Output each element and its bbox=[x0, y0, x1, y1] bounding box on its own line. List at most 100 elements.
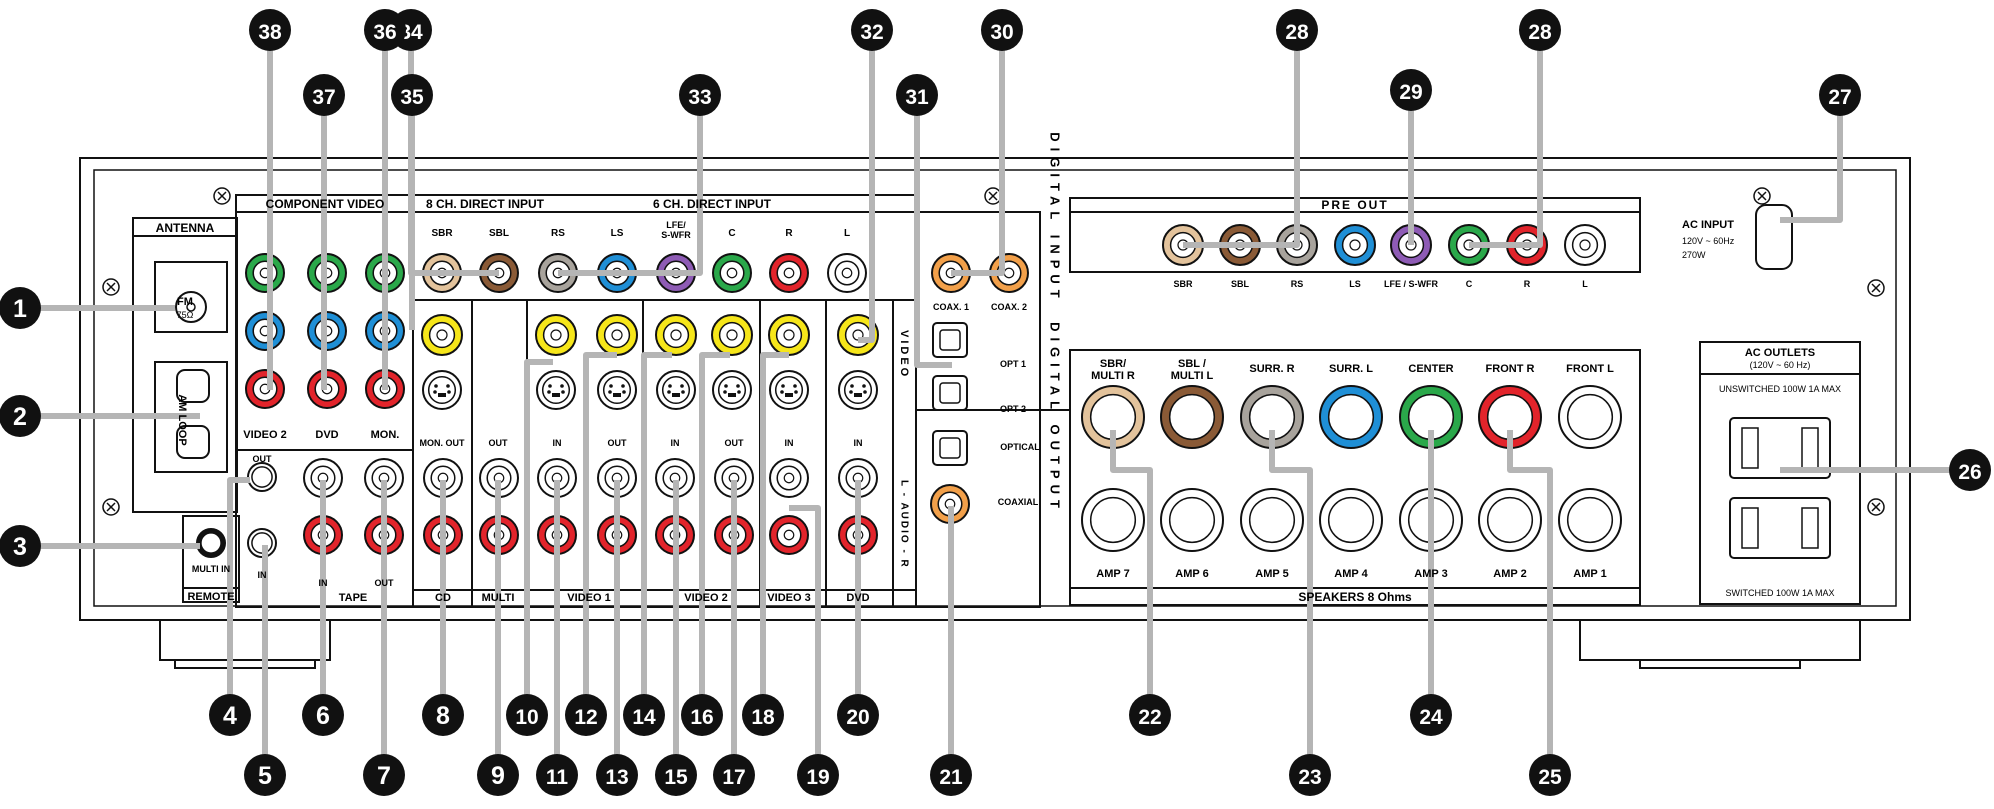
direct-input-label: SBL bbox=[489, 228, 509, 239]
callout-marker: 19 bbox=[797, 754, 839, 796]
jack-column-label: OUT bbox=[489, 438, 509, 448]
screw-icon bbox=[1867, 498, 1885, 516]
screw-icon bbox=[102, 498, 120, 516]
callout-number: 20 bbox=[846, 706, 869, 729]
component-video-jack bbox=[245, 253, 285, 293]
speaker-amp-label: AMP 2 bbox=[1493, 568, 1526, 580]
callout-marker: 13 bbox=[596, 754, 638, 796]
composite-video-jack bbox=[711, 314, 753, 356]
optical-label: OPTICAL bbox=[1000, 442, 1040, 452]
screw-icon bbox=[1753, 187, 1771, 205]
pre-out-label: RS bbox=[1291, 279, 1304, 289]
component-video-jack bbox=[245, 369, 285, 409]
callout-number: 10 bbox=[515, 706, 538, 729]
speaker-top-label: SURR. R bbox=[1249, 363, 1294, 375]
speaker-terminal-positive bbox=[1558, 385, 1622, 449]
digital-input-label: DIGITAL INPUT bbox=[1048, 132, 1063, 303]
callout-number: 27 bbox=[1828, 86, 1851, 109]
speaker-top-label: FRONT L bbox=[1566, 363, 1614, 375]
group-label: VIDEO 3 bbox=[767, 592, 810, 604]
coax-2-label: COAX. 2 bbox=[991, 302, 1027, 312]
jack-column-label: IN bbox=[553, 438, 562, 448]
speaker-top-label: SURR. L bbox=[1329, 363, 1373, 375]
callout-marker: 28 bbox=[1519, 9, 1561, 51]
component-video-label: VIDEO 2 bbox=[243, 429, 286, 441]
mon-out-label: MON. OUT bbox=[420, 438, 465, 448]
ac-input-spec-1: 120V ~ 60Hz bbox=[1682, 236, 1735, 246]
s-video-jack bbox=[597, 370, 637, 410]
callout-number: 33 bbox=[688, 86, 711, 109]
callout-marker: 27 bbox=[1819, 74, 1861, 116]
remote-in-label: IN bbox=[258, 570, 267, 580]
callout-leader-line bbox=[951, 30, 1005, 276]
group-label: CD bbox=[435, 592, 451, 604]
multi-in-label: MULTI IN bbox=[192, 564, 230, 574]
s-video-jack bbox=[656, 370, 696, 410]
pre-out-label: SBL bbox=[1231, 279, 1250, 289]
callout-marker: 26 bbox=[1949, 449, 1991, 491]
group-label: DVD bbox=[846, 592, 869, 604]
callout-number: 38 bbox=[258, 21, 282, 44]
callout-number: 22 bbox=[1138, 706, 1161, 729]
screws bbox=[102, 187, 1885, 516]
callout-number: 23 bbox=[1298, 766, 1321, 789]
jack-column-label: IN bbox=[785, 438, 794, 448]
s-video-jack bbox=[769, 370, 809, 410]
jack-column-label: IN bbox=[671, 438, 680, 448]
direct-8ch-label: 8 CH. DIRECT INPUT bbox=[426, 197, 545, 211]
callout-marker: 8 bbox=[422, 694, 464, 736]
speaker-terminal-positive bbox=[1160, 385, 1224, 449]
direct-input-label: L bbox=[844, 228, 850, 239]
remote-out-label: OUT bbox=[253, 454, 273, 464]
speaker-top-label: FRONT R bbox=[1486, 363, 1535, 375]
callout-number: 36 bbox=[373, 21, 396, 44]
pre-out-label: C bbox=[1466, 279, 1473, 289]
callout-leader-line bbox=[858, 30, 875, 343]
screw-icon bbox=[1867, 279, 1885, 297]
callout-marker: 24 bbox=[1410, 694, 1452, 736]
composite-video-jack bbox=[596, 314, 638, 356]
callout-leader-line bbox=[1507, 430, 1553, 775]
component-video-label: MON. bbox=[371, 429, 400, 441]
callout-leader-line bbox=[914, 95, 952, 368]
callout-number: 18 bbox=[751, 706, 775, 729]
component-video-jack bbox=[245, 311, 285, 351]
callout-marker: 38 bbox=[249, 9, 291, 51]
callout-number: 16 bbox=[690, 706, 713, 729]
callout-leaders bbox=[20, 30, 1970, 775]
group-label: MULTI bbox=[482, 592, 515, 604]
callout-leader-line bbox=[699, 352, 730, 715]
callout-leader-line bbox=[760, 352, 789, 715]
speaker-terminal-negative bbox=[1478, 488, 1542, 552]
callout-marker: 16 bbox=[681, 694, 723, 736]
remote-out-jack bbox=[247, 462, 277, 492]
callout-marker: 18 bbox=[742, 694, 784, 736]
s-video-jack bbox=[838, 370, 878, 410]
callout-number: 30 bbox=[990, 21, 1013, 44]
group-label: TAPE bbox=[339, 592, 368, 604]
callout-marker: 25 bbox=[1529, 754, 1571, 796]
callout-marker: 4 bbox=[209, 694, 251, 736]
speaker-terminal-negative bbox=[1081, 488, 1145, 552]
direct-input-label: S-WFR bbox=[661, 230, 691, 240]
callout-leader-line bbox=[227, 477, 250, 715]
callout-number: 13 bbox=[605, 766, 628, 789]
callout-marker: 37 bbox=[303, 74, 345, 116]
pre-out-label: LFE / S-WFR bbox=[1384, 279, 1438, 289]
callout-marker: 32 bbox=[851, 9, 893, 51]
tape-in-label: IN bbox=[319, 578, 328, 588]
callout-marker: 6 bbox=[302, 694, 344, 736]
composite-video-jack bbox=[421, 314, 463, 356]
callout-leader-line bbox=[583, 352, 617, 715]
s-video-jack bbox=[422, 370, 462, 410]
callout-marker: 29 bbox=[1390, 69, 1432, 111]
am-loop-terminals bbox=[176, 369, 210, 459]
fm-ohm-label: 75Ω bbox=[177, 310, 194, 320]
group-label: VIDEO 2 bbox=[684, 592, 727, 604]
audio-l-jack bbox=[714, 458, 754, 498]
direct-input-label: C bbox=[728, 228, 735, 239]
callout-leader-line bbox=[789, 505, 821, 775]
direct-input-label: RS bbox=[551, 228, 565, 239]
callout-marker: 33 bbox=[679, 74, 721, 116]
